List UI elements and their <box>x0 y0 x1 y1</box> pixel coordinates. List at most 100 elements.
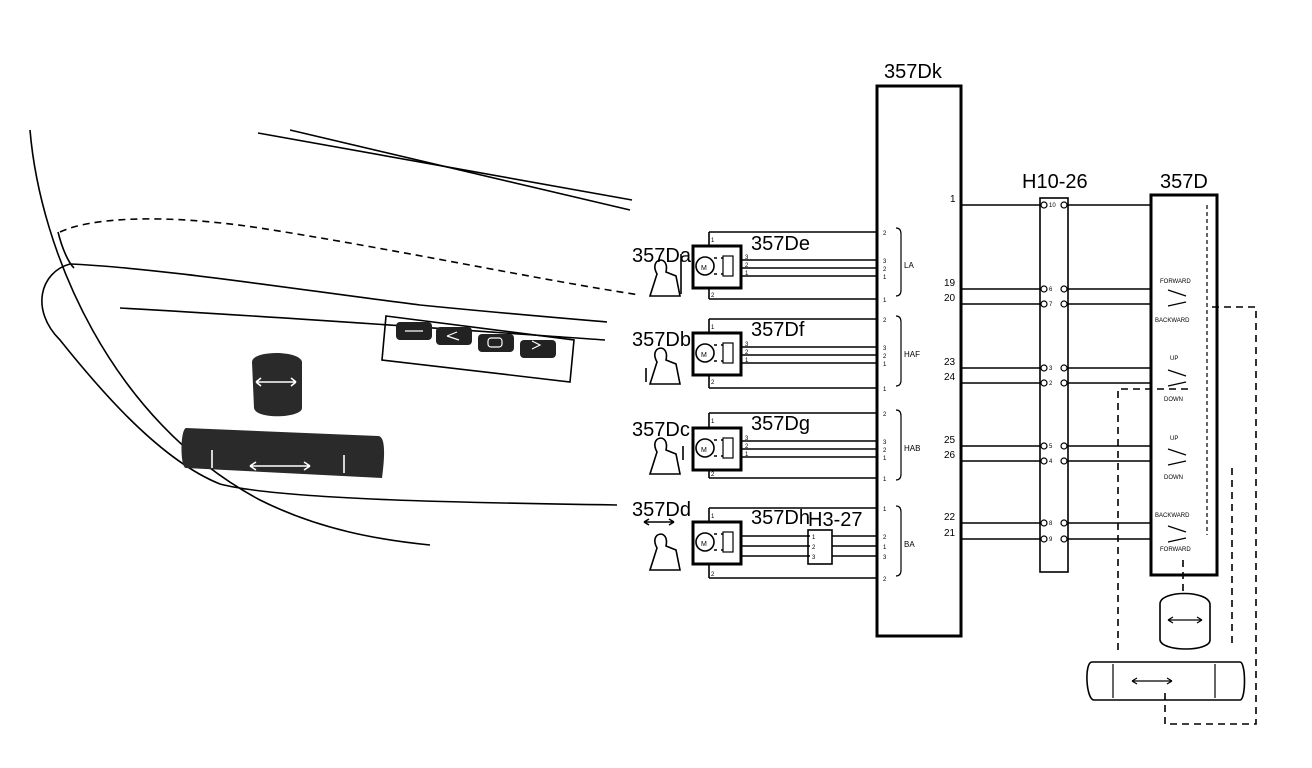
motor-357Dc: 357Dc 357Dg M 1 3 2 1 2 <box>632 412 876 479</box>
svg-text:2: 2 <box>711 293 715 299</box>
switch-label: UP <box>1170 356 1178 362</box>
control-pin-number: 3 <box>883 555 887 561</box>
control-pin-number: 3 <box>883 346 887 352</box>
svg-text:2: 2 <box>745 263 749 269</box>
h10-pin-number: 5 <box>1049 444 1053 450</box>
terminal <box>1060 201 1068 209</box>
switch-label: DOWN <box>1164 397 1183 403</box>
svg-text:1: 1 <box>745 271 749 277</box>
h10-pin-number: 4 <box>1049 459 1053 465</box>
svg-text:M: M <box>701 352 707 359</box>
terminal <box>1040 201 1048 209</box>
terminal <box>1040 442 1048 450</box>
control-right-pin: 22 <box>944 512 956 523</box>
svg-text:M: M <box>701 265 707 272</box>
terminal <box>1040 379 1048 387</box>
terminal <box>1060 364 1068 372</box>
h3-27-label: H3-27 <box>808 509 862 531</box>
control-pin-number: 1 <box>883 507 887 513</box>
control-right-pin: 21 <box>944 528 956 539</box>
svg-text:3: 3 <box>745 436 749 442</box>
switch-label: FORWARD <box>1160 279 1191 285</box>
h3-pin: 3 <box>812 555 816 561</box>
motor-label: 357Dd <box>632 499 691 521</box>
group-label: HAF <box>904 350 920 359</box>
control-pin-number: 1 <box>883 477 887 483</box>
terminal <box>1060 535 1068 543</box>
switch-label: BACKWARD <box>1155 318 1190 324</box>
svg-text:2: 2 <box>711 472 715 478</box>
terminal <box>1040 519 1048 527</box>
control-right-pin: 24 <box>944 372 956 383</box>
control-pin-number: 1 <box>883 545 887 551</box>
svg-text:1: 1 <box>711 419 715 425</box>
svg-text:3: 3 <box>745 255 749 261</box>
control-pin-number: 1 <box>883 456 887 462</box>
svg-text:2: 2 <box>711 380 715 386</box>
terminal <box>1040 300 1048 308</box>
h10-pin-number: 6 <box>1049 287 1053 293</box>
control-pin-number: 3 <box>883 440 887 446</box>
h3-pin: 1 <box>812 535 816 541</box>
svg-text:M: M <box>701 447 707 454</box>
svg-text:M: M <box>701 541 707 548</box>
terminal <box>1060 442 1068 450</box>
control-pin-number: 1 <box>883 362 887 368</box>
motor-label: 357Dc <box>632 419 690 441</box>
group-label: HAB <box>904 444 920 453</box>
terminal <box>1060 300 1068 308</box>
svg-text:1: 1 <box>711 238 715 244</box>
svg-text:1: 1 <box>745 452 749 458</box>
control-unit-label: 357Dk <box>884 61 943 83</box>
terminal <box>1060 519 1068 527</box>
svg-text:2: 2 <box>745 444 749 450</box>
control-pin-number: 2 <box>883 354 887 360</box>
terminal <box>1060 457 1068 465</box>
h10-26-label: H10-26 <box>1022 171 1088 193</box>
switch-label: FORWARD <box>1160 547 1191 553</box>
control-pin-number: 1 <box>883 275 887 281</box>
control-pin-number: 2 <box>883 577 887 583</box>
group-brackets: LA HAF HAB BA <box>895 227 920 577</box>
group-label: LA <box>904 261 914 270</box>
terminal <box>1040 457 1048 465</box>
control-pin-number: 2 <box>883 231 887 237</box>
switch-label: DOWN <box>1164 475 1183 481</box>
control-pin-number: 2 <box>883 448 887 454</box>
position-sensor-label: 357De <box>751 233 810 255</box>
control-right-pin: 23 <box>944 357 956 368</box>
control-pin-number: 1 <box>883 387 887 393</box>
control-pin-number: 2 <box>883 535 887 541</box>
control-pin-number: 3 <box>883 259 887 265</box>
svg-text:1: 1 <box>711 514 715 520</box>
h10-pin-number: 3 <box>1049 366 1053 372</box>
switch-unit-label: 357D <box>1160 171 1208 193</box>
svg-text:2: 2 <box>711 572 715 578</box>
control-right-pin: 20 <box>944 293 956 304</box>
h10-pin-number: 2 <box>1049 381 1053 387</box>
h10-pin-number: 10 <box>1049 203 1056 209</box>
svg-text:1: 1 <box>711 325 715 331</box>
terminal <box>1060 379 1068 387</box>
terminal <box>1040 364 1048 372</box>
position-sensor-label: 357Df <box>751 319 805 341</box>
svg-text:1: 1 <box>745 358 749 364</box>
control-pin-number: 2 <box>883 412 887 418</box>
terminal <box>1040 285 1048 293</box>
control-right-pin: 1 <box>950 194 956 205</box>
motor-357Dd: 357Dd 357Dh M 1 2 H3-27 1 2 3 <box>632 499 876 579</box>
control-pin-number: 2 <box>883 267 887 273</box>
switch-unit: 357D FORWARD BACKWARD UP DOWN UP DOWN BA… <box>1086 171 1257 725</box>
h10-pin-number: 8 <box>1049 521 1053 527</box>
seat-illustration <box>29 129 641 546</box>
position-sensor-label: 357Dh <box>751 507 810 529</box>
control-pin-number: 2 <box>883 318 887 324</box>
svg-text:3: 3 <box>745 342 749 348</box>
position-sensor-label: 357Dg <box>751 413 810 435</box>
h3-pin: 2 <box>812 545 816 551</box>
